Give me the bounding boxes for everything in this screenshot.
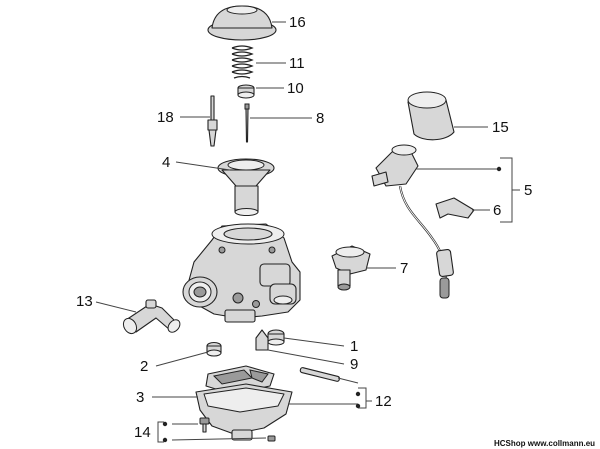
part-18-mixture-screw — [207, 95, 218, 147]
part-5-throttle-cable — [371, 144, 454, 299]
part-16-top-cover — [207, 5, 277, 41]
leader-lines — [95, 21, 498, 441]
callout-16: 16 — [289, 14, 306, 31]
callout-9: 9 — [350, 356, 358, 373]
callout-18: 18 — [157, 109, 174, 126]
callout-3: 3 — [136, 389, 144, 406]
part-2-nut — [206, 341, 222, 357]
part-10-spring-seat — [237, 84, 255, 99]
part-1-cap — [267, 329, 285, 346]
part-11-spring — [231, 45, 254, 79]
bracket-5 — [496, 157, 520, 223]
callout-7: 7 — [400, 260, 408, 277]
callout-1: 1 — [350, 338, 358, 355]
callout-15: 15 — [492, 119, 509, 136]
part-14-screws — [199, 417, 276, 442]
callout-8: 8 — [316, 110, 324, 127]
callout-6: 6 — [493, 202, 501, 219]
callout-12: 12 — [375, 393, 392, 410]
callout-4: 4 — [162, 154, 170, 171]
callout-10: 10 — [287, 80, 304, 97]
part-3-float-bowl — [195, 383, 293, 441]
callout-13: 13 — [76, 293, 93, 310]
callout-labels: 16 11 10 18 8 15 4 5 6 7 13 1 9 2 3 12 1… — [76, 14, 532, 441]
bracket-14 — [157, 421, 168, 443]
part-6-clip — [435, 197, 475, 219]
part-4-diaphragm-slide — [217, 158, 275, 216]
part-7-choke-unit — [331, 245, 371, 291]
footer-watermark: HCShop www.collmann.eu — [494, 439, 595, 448]
callout-11: 11 — [289, 55, 305, 72]
carburettor-body — [182, 223, 301, 323]
callout-5: 5 — [524, 182, 532, 199]
bracket-12 — [355, 387, 372, 409]
callout-14: 14 — [134, 424, 151, 441]
part-8-jet-needle — [244, 103, 250, 143]
part-15-rubber-boot — [407, 91, 455, 141]
part-9-float-needle — [255, 329, 269, 351]
part-13-elbow-fitting — [122, 299, 181, 335]
callout-2: 2 — [140, 358, 148, 375]
